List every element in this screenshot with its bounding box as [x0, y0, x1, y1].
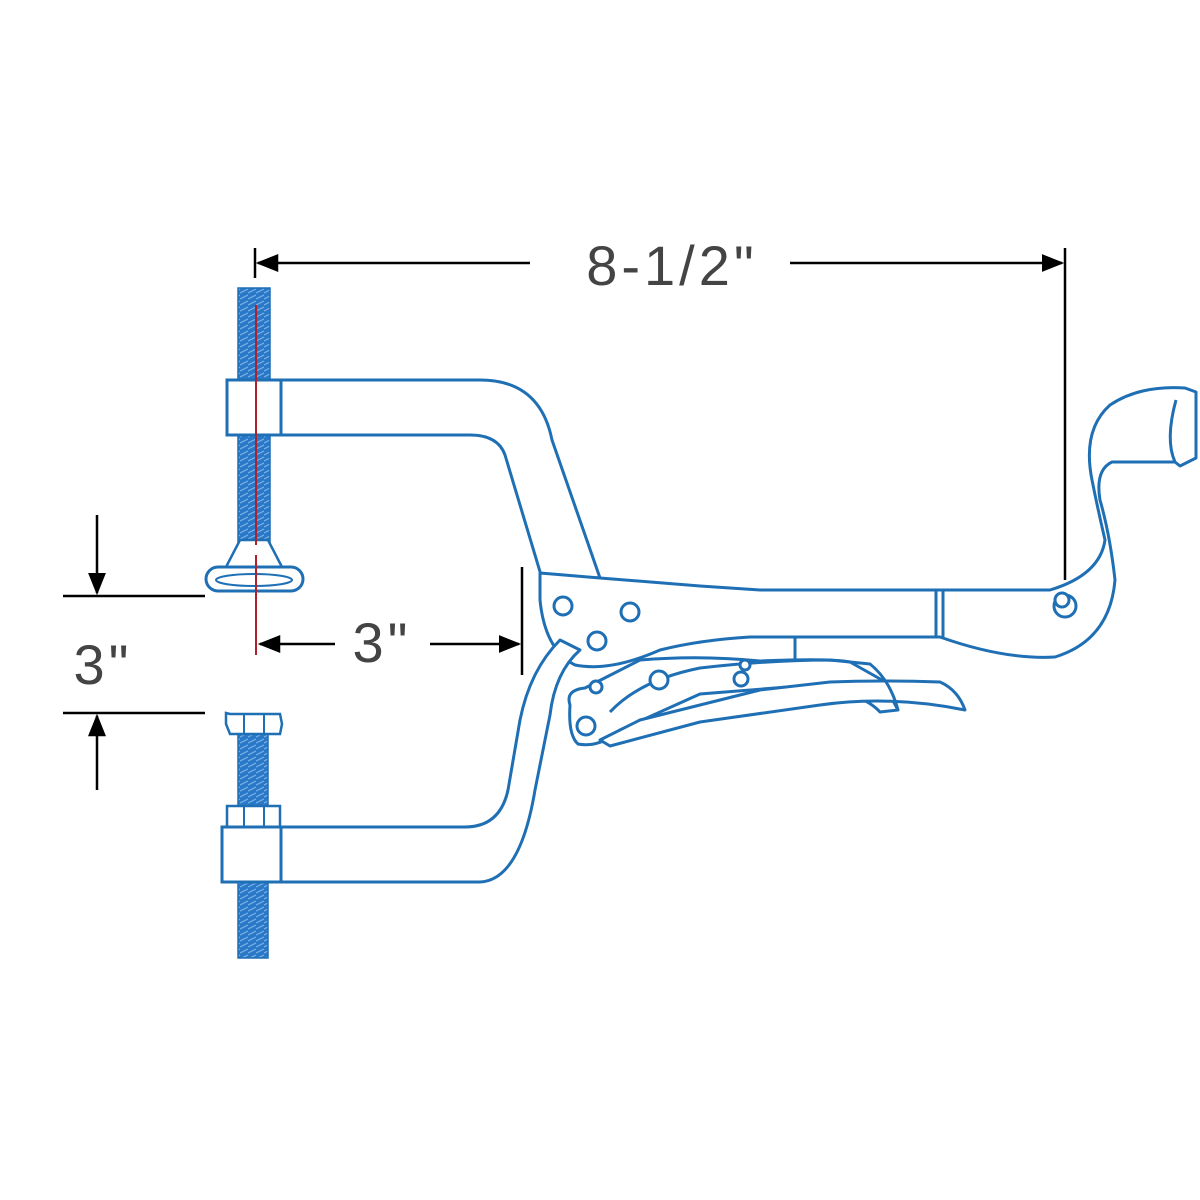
- dimension-throat-depth: 3": [257, 567, 524, 675]
- swivel-pad-neck: [223, 538, 285, 569]
- jaw-opening-label: 3": [73, 633, 132, 696]
- pivot-hole: [588, 679, 604, 695]
- dimension-overall-length: 8-1/2": [253, 234, 1067, 580]
- lower-screw-collar: [220, 825, 283, 884]
- overall-length-label: 8-1/2": [586, 234, 758, 297]
- pivot-hole: [552, 595, 574, 617]
- pivot-hole: [648, 669, 670, 691]
- clamp-tool: [226, 378, 1198, 884]
- dimension-jaw-opening: 3": [63, 515, 205, 790]
- release-lever: [608, 658, 900, 714]
- throat-depth-label: 3": [352, 611, 411, 674]
- upper-handle: [538, 386, 1198, 669]
- upper-screw-collar: [225, 378, 283, 437]
- pivot-hole: [732, 670, 750, 688]
- upper-clamp-screw: [204, 287, 305, 655]
- pivot-hole: [738, 658, 752, 672]
- lower-clamp-screw: [220, 711, 284, 959]
- pivot-hole: [586, 630, 608, 652]
- swivel-pad: [204, 565, 305, 593]
- upper-arm: [226, 378, 602, 580]
- lower-handle: [598, 679, 967, 748]
- lower-arm: [226, 638, 582, 884]
- adjust-screw-hole-inner: [1053, 591, 1071, 609]
- hex-bolt-head: [224, 711, 284, 736]
- handle-tip-edge: [1168, 399, 1178, 463]
- pivot-hole: [575, 715, 597, 737]
- swivel-pad-rim: [215, 573, 293, 587]
- hex-nut: [225, 804, 282, 829]
- pivot-hole: [619, 601, 641, 623]
